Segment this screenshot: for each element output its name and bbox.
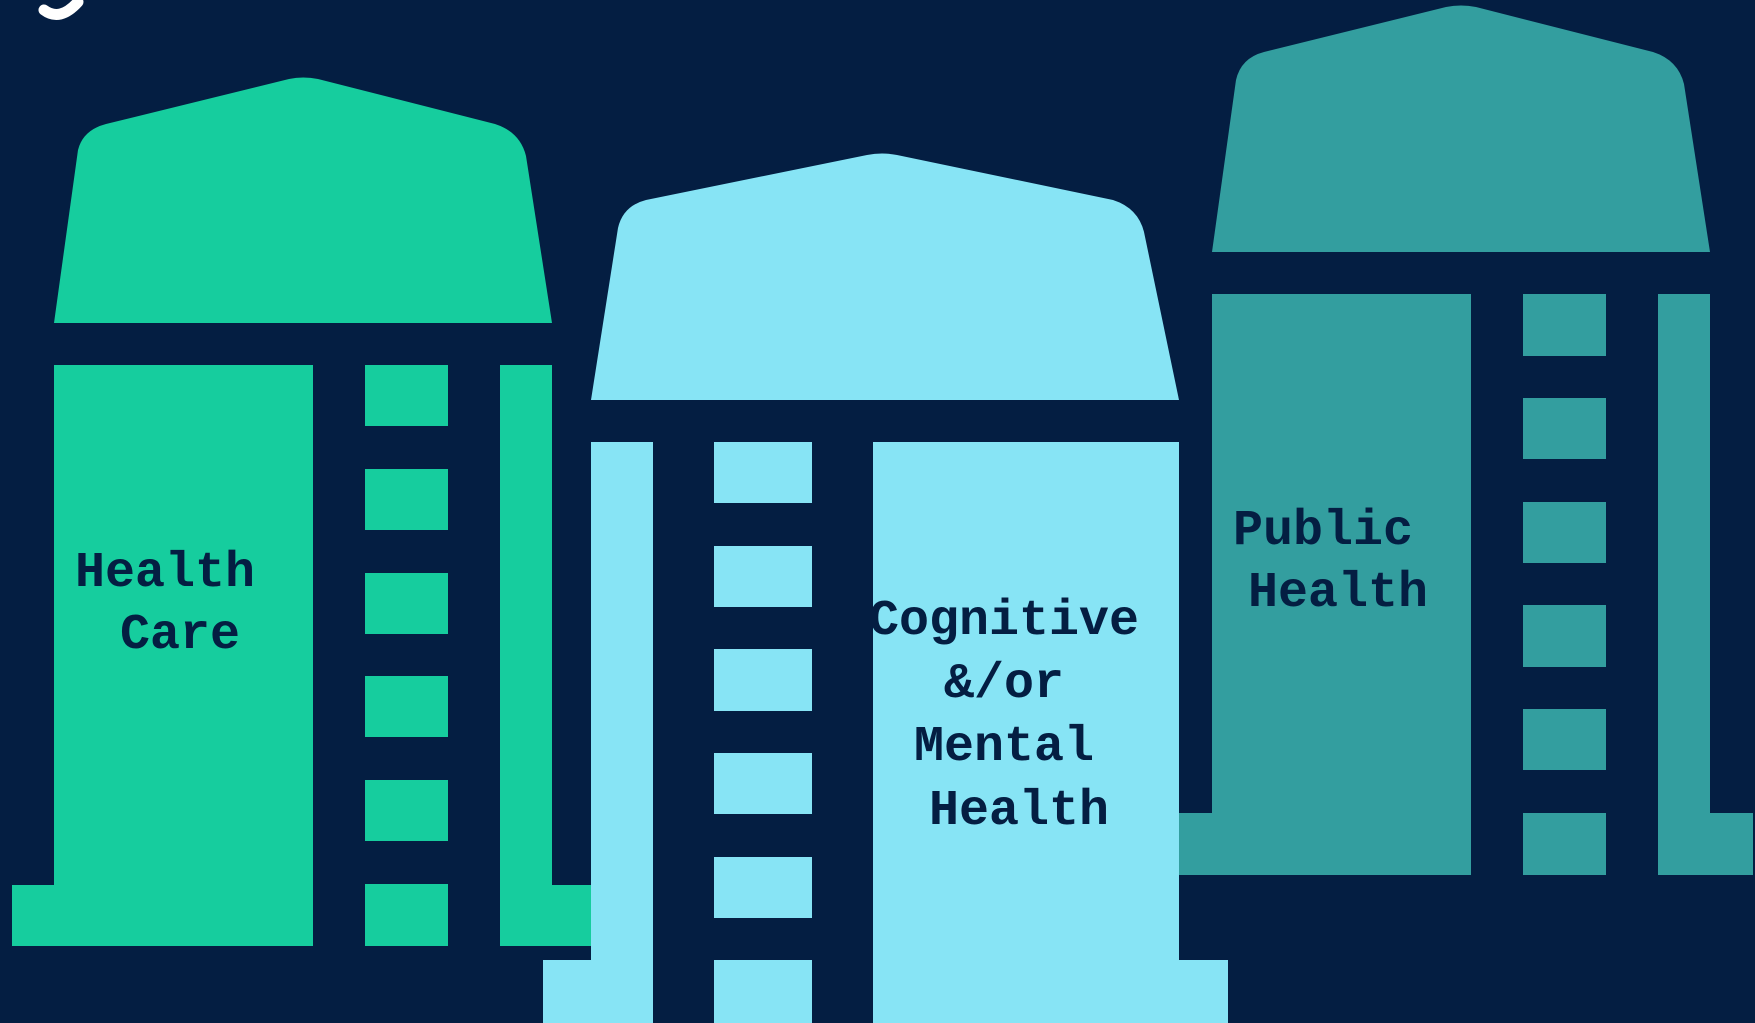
ladder-rung	[1523, 398, 1606, 459]
ladder-rung	[714, 546, 812, 607]
ladder-rung	[365, 573, 448, 634]
silo-side-rail	[1658, 294, 1753, 875]
ladder-rung	[365, 365, 448, 426]
ladder-rung	[1523, 294, 1606, 356]
ladder-rung	[365, 469, 448, 530]
silo-label-cognitive-mental-health: Cognitive &/or Mental Health	[869, 593, 1169, 840]
silo-roof	[1212, 5, 1710, 252]
ladder-rung	[1523, 502, 1606, 563]
silo-body	[873, 442, 1228, 1023]
ladder-rung	[365, 780, 448, 841]
silo-label-public-health: Public Health	[1233, 503, 1443, 622]
ladder-rung	[365, 884, 448, 946]
ladder-rung	[1523, 605, 1606, 667]
silo-body	[1170, 294, 1471, 875]
cropped-title-fragment	[38, 0, 84, 20]
silo-side-rail	[543, 442, 653, 1023]
silo-side-rail	[500, 365, 595, 946]
ladder-rung	[714, 960, 812, 1023]
ladder-rung	[1523, 709, 1606, 770]
silo-cognitive-mental-health	[543, 153, 1228, 1023]
ladder-rung	[714, 649, 812, 711]
silo-label-health-care: Health Care	[75, 545, 285, 664]
ladder-rung	[714, 857, 812, 918]
ladder-rung	[1523, 813, 1606, 875]
ladder-rung	[714, 442, 812, 503]
silo-public-health	[1170, 5, 1753, 875]
silo-body	[12, 365, 313, 946]
silo-roof	[591, 153, 1179, 400]
silo-health-care	[12, 77, 595, 946]
silo-roof	[54, 77, 552, 323]
ladder-rung	[365, 676, 448, 737]
ladder-rung	[714, 753, 812, 814]
